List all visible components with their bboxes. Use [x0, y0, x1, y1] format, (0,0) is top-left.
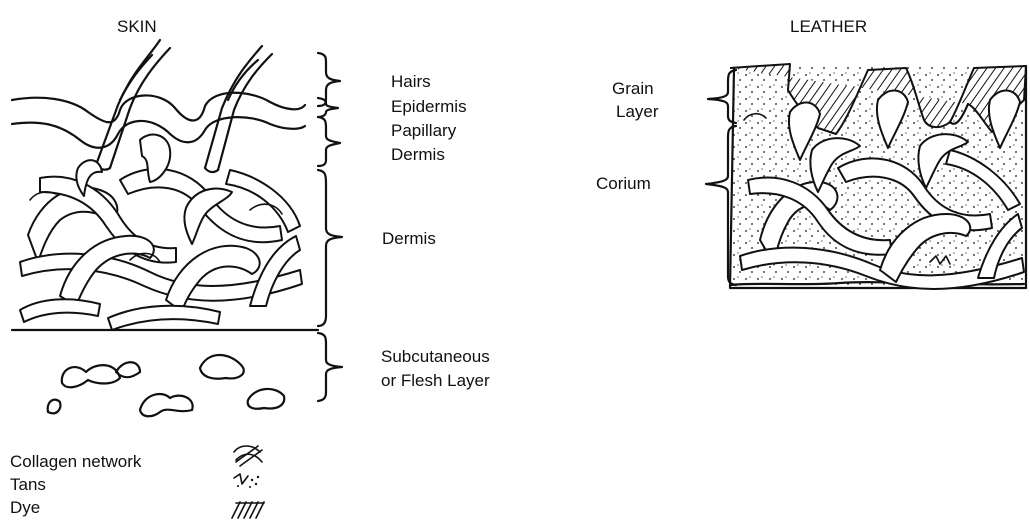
- label-grain-layer: Layer: [616, 101, 659, 122]
- legend-label-tans: Tans: [10, 474, 46, 495]
- bracket-subcutaneous: [318, 333, 342, 401]
- skin-collagen-network: [20, 135, 302, 330]
- label-epidermis: Epidermis: [391, 96, 467, 117]
- label-grain: Grain: [612, 78, 654, 99]
- label-subcutaneous: Subcutaneous: [381, 346, 490, 367]
- subcutaneous-fat-cells: [48, 355, 285, 416]
- skin-section: [12, 40, 342, 416]
- label-dermis: Dermis: [382, 228, 436, 249]
- label-corium: Corium: [596, 173, 651, 194]
- leather-section: [706, 64, 1026, 289]
- label-papillary: Papillary: [391, 120, 456, 141]
- skin-brackets: [318, 53, 342, 401]
- bracket-dermis: [318, 170, 342, 326]
- collagen-icon: [234, 446, 262, 466]
- label-flesh-layer: or Flesh Layer: [381, 370, 490, 391]
- bracket-papillary: [318, 117, 340, 166]
- tans-icon: [234, 474, 259, 488]
- label-papillary-dermis: Dermis: [391, 144, 445, 165]
- legend-label-collagen: Collagen network: [10, 451, 141, 472]
- epidermis-outer-line: [12, 93, 305, 123]
- hair-right: [205, 46, 272, 172]
- dye-icon: [232, 502, 264, 518]
- bracket-epidermis: [318, 98, 338, 117]
- legend-label-dye: Dye: [10, 497, 40, 518]
- label-hairs: Hairs: [391, 71, 431, 92]
